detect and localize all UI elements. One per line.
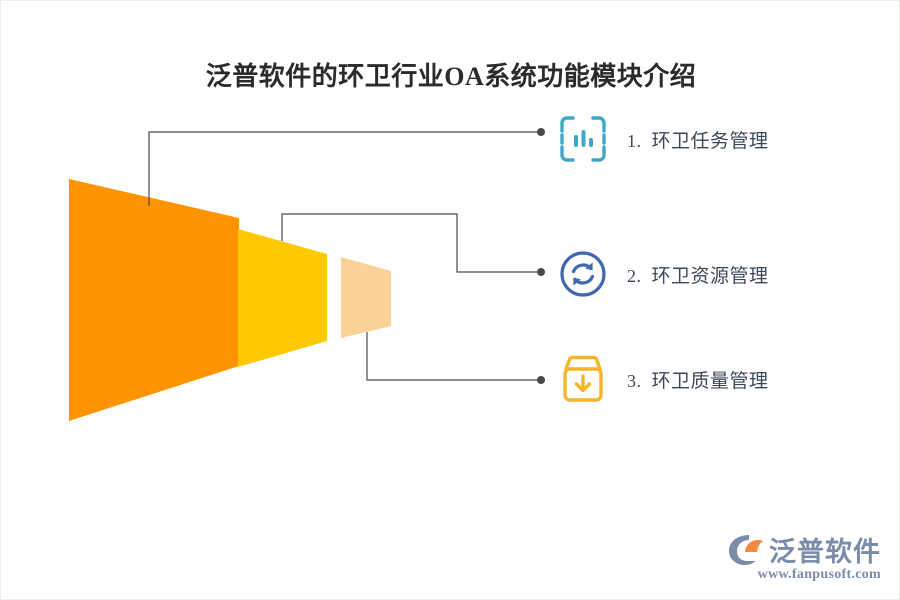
page-title: 泛普软件的环卫行业OA系统功能模块介绍 (205, 62, 697, 91)
funnel-stages (69, 179, 391, 421)
feature-label-2: 2. 环卫资源管理 (627, 261, 769, 288)
feature-number-2: 2. (627, 265, 642, 286)
bar-chart-frame-icon (555, 111, 611, 167)
connector-lines (148, 131, 541, 381)
feature-label-1: 1. 环卫任务管理 (627, 126, 769, 153)
connector-dots (537, 128, 545, 384)
fanpu-logo-mark (729, 534, 763, 565)
feature-item-1[interactable]: 1. 环卫任务管理 (555, 111, 769, 167)
funnel-stage-1 (69, 179, 239, 421)
logo-row: 泛普软件 (727, 530, 881, 569)
feature-item-2[interactable]: 2. 环卫资源管理 (555, 246, 769, 302)
feature-number-3: 3. (627, 370, 642, 391)
connector-dot-1 (537, 128, 545, 136)
feature-title-2: 环卫资源管理 (651, 265, 769, 287)
connector-dot-2 (537, 268, 545, 276)
feature-label-3: 3. 环卫质量管理 (627, 366, 769, 393)
feature-item-3[interactable]: 3. 环卫质量管理 (555, 351, 769, 407)
logo-brand-text: 泛普软件 (769, 537, 881, 567)
funnel-stage-3 (341, 257, 391, 338)
feature-title-1: 环卫任务管理 (651, 130, 769, 152)
refresh-circle-icon (555, 246, 611, 302)
connector-line-2 (281, 213, 541, 273)
brand-logo[interactable]: 泛普软件 www.fanpusoft.com (727, 530, 881, 583)
connector-dot-3 (537, 376, 545, 384)
feature-title-3: 环卫质量管理 (651, 370, 769, 392)
connector-line-3 (366, 332, 541, 381)
connector-line-1 (148, 131, 541, 206)
box-download-icon (555, 351, 611, 407)
feature-number-1: 1. (627, 130, 642, 151)
funnel-stage-2 (238, 229, 327, 367)
logo-url-text: www.fanpusoft.com (757, 567, 881, 582)
